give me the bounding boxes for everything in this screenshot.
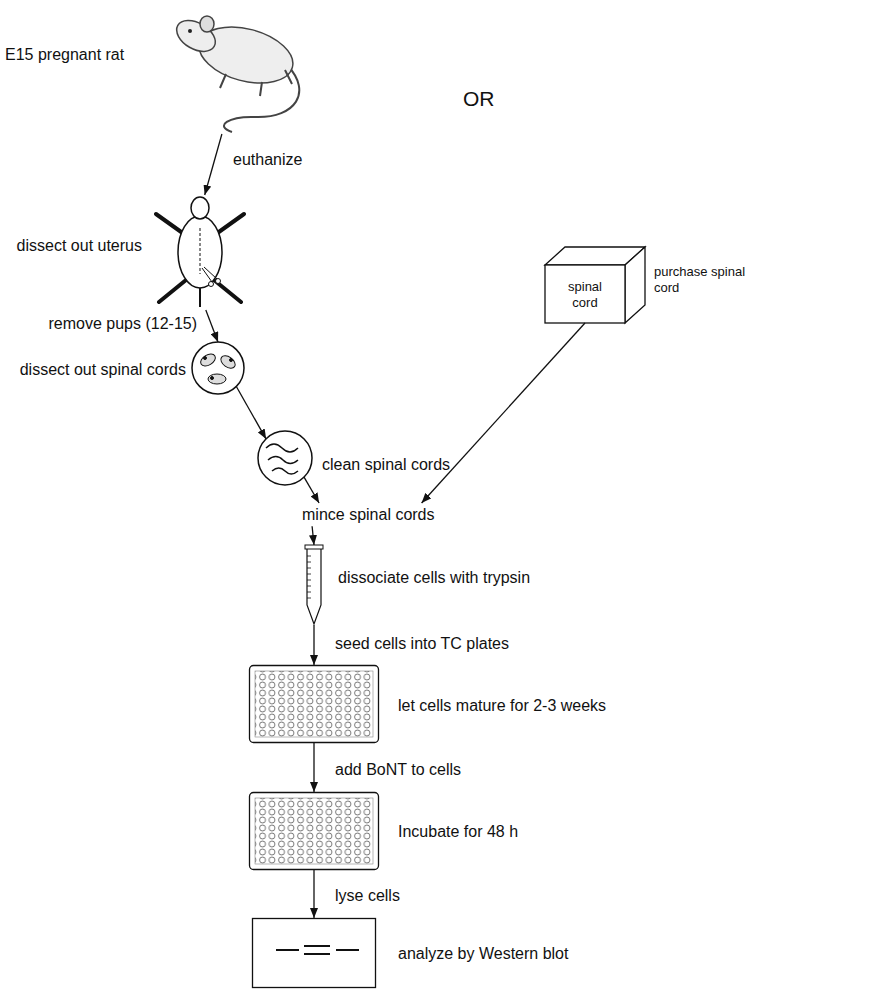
step-label: remove pups (12-15) [20, 314, 198, 333]
step-label: add BoNT to cells [334, 760, 462, 779]
culture-plate-icon [250, 666, 379, 743]
step-icon-box: clean spinal cords [258, 431, 312, 485]
flow-arrow [206, 310, 218, 342]
flow-arrow [313, 743, 314, 792]
culture-plate-icon [250, 793, 379, 870]
step-label: lyse cells [334, 886, 401, 905]
step-label: Incubate for 48 h [398, 822, 518, 841]
step-label: let cells mature for 2-3 weeks [398, 696, 606, 715]
step-label: dissect out spinal cords [4, 360, 186, 379]
step-label: dissociate cells with trypsin [338, 568, 530, 587]
dissected-animal-icon [156, 197, 244, 307]
step-label: dissect out uterus [2, 236, 142, 255]
tube-icon [305, 545, 323, 624]
flow-arrow [312, 526, 314, 545]
flow-arrow [304, 477, 319, 503]
rat-illustration [171, 14, 299, 132]
step-icon-box: dissect out uterus [148, 195, 253, 310]
step-label: purchase spinal cord [654, 264, 750, 295]
or-label: OR [462, 86, 496, 111]
western-blot-icon [253, 919, 376, 988]
step-label: mince spinal cords [302, 505, 435, 524]
step-icon-box: Incubate for 48 h [249, 792, 379, 870]
flow-arrow [422, 323, 585, 503]
step-label: E15 pregnant rat [5, 45, 124, 64]
flow-arrow [313, 625, 314, 665]
cords-dish-icon [258, 431, 312, 485]
step-label: spinal cord [555, 279, 615, 310]
step-label: euthanize [232, 150, 303, 169]
step-label: clean spinal cords [322, 455, 450, 474]
step-icon-box: let cells mature for 2-3 weeks [249, 665, 379, 743]
flow-arrow [205, 134, 222, 195]
step-icon-box: E15 pregnant rat [172, 2, 307, 134]
step-icon-box: dissociate cells with trypsin [306, 545, 322, 625]
flow-arrow [313, 870, 314, 918]
step-icon-box: spinal cordpurchase spinal cord [545, 245, 645, 323]
step-label: seed cells into TC plates [334, 634, 510, 653]
pups-dish-icon [192, 342, 244, 394]
flow-arrow [236, 386, 266, 439]
purchase-box-icon [545, 247, 645, 323]
step-icon-box: dissect out spinal cords [192, 342, 244, 394]
step-label: analyze by Western blot [398, 944, 568, 963]
step-icon-box: analyze by Western blot [252, 918, 376, 988]
step-text-box: mince spinal cords [298, 503, 439, 526]
